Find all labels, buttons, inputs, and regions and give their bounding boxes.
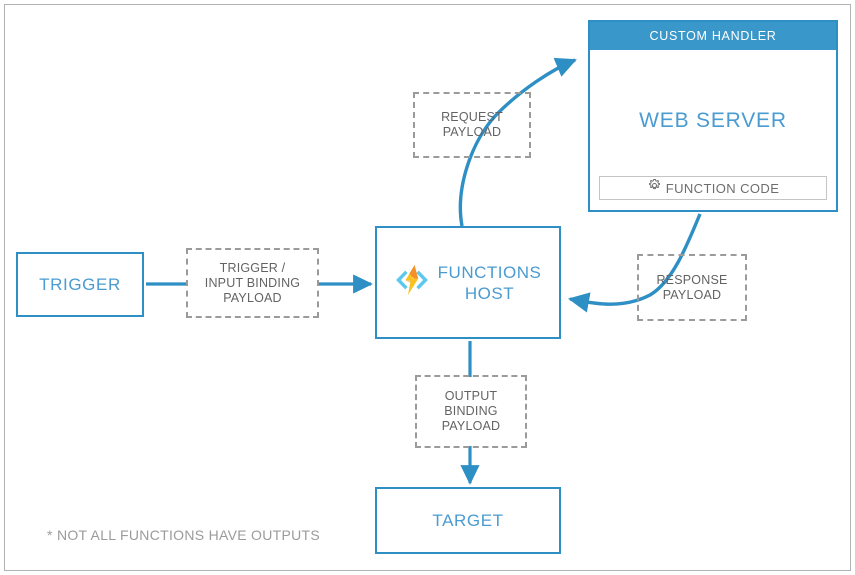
custom-handler-body: WEB SERVER FUNCTION CODE (590, 50, 836, 210)
payload-line-1: TRIGGER / (219, 260, 286, 275)
functions-host-label-line-1: FUNCTIONS (437, 262, 542, 282)
custom-handler-header: CUSTOM HANDLER (590, 22, 836, 50)
response-payload-label: RESPONSE PAYLOAD (656, 273, 727, 303)
output-binding-payload-node: OUTPUT BINDING PAYLOAD (415, 375, 527, 448)
functions-host-node[interactable]: FUNCTIONS HOST (375, 226, 561, 339)
connector-web-server-to-host (567, 213, 702, 313)
payload-line-2: BINDING (444, 404, 498, 418)
trigger-label: TRIGGER (39, 274, 121, 294)
payload-line-3: PAYLOAD (441, 419, 501, 433)
request-payload-label: REQUEST PAYLOAD (441, 110, 503, 140)
target-label: TARGET (432, 510, 504, 530)
request-payload-node: REQUEST PAYLOAD (413, 92, 531, 158)
footnote-text: * NOT ALL FUNCTIONS HAVE OUTPUTS (47, 527, 321, 543)
payload-line-1: RESPONSE (656, 272, 728, 287)
function-code-button[interactable]: FUNCTION CODE (599, 176, 827, 200)
custom-handler-node[interactable]: CUSTOM HANDLER WEB SERVER FUNCTION CODE (588, 20, 838, 212)
output-binding-payload-label: OUTPUT BINDING PAYLOAD (442, 389, 501, 434)
web-server-label: WEB SERVER (639, 109, 787, 132)
azure-functions-icon (395, 263, 429, 302)
connector-host-to-web-server (458, 57, 577, 227)
trigger-input-binding-payload-label: TRIGGER / INPUT BINDING PAYLOAD (205, 261, 300, 306)
payload-line-1: REQUEST (441, 110, 503, 124)
payload-line-3: PAYLOAD (223, 290, 282, 305)
target-node[interactable]: TARGET (375, 487, 561, 554)
response-payload-node: RESPONSE PAYLOAD (637, 254, 747, 321)
payload-line-1: OUTPUT (444, 389, 498, 403)
functions-host-label: FUNCTIONS HOST (438, 262, 542, 304)
payload-line-2: PAYLOAD (662, 287, 722, 302)
payload-line-2: PAYLOAD (442, 125, 502, 139)
functions-host-label-line-2: HOST (464, 283, 515, 303)
function-code-label: FUNCTION CODE (665, 180, 780, 196)
payload-line-2: INPUT BINDING (204, 275, 301, 290)
gear-icon (647, 178, 662, 198)
trigger-input-binding-payload-node: TRIGGER / INPUT BINDING PAYLOAD (186, 248, 319, 318)
trigger-node[interactable]: TRIGGER (16, 252, 144, 317)
